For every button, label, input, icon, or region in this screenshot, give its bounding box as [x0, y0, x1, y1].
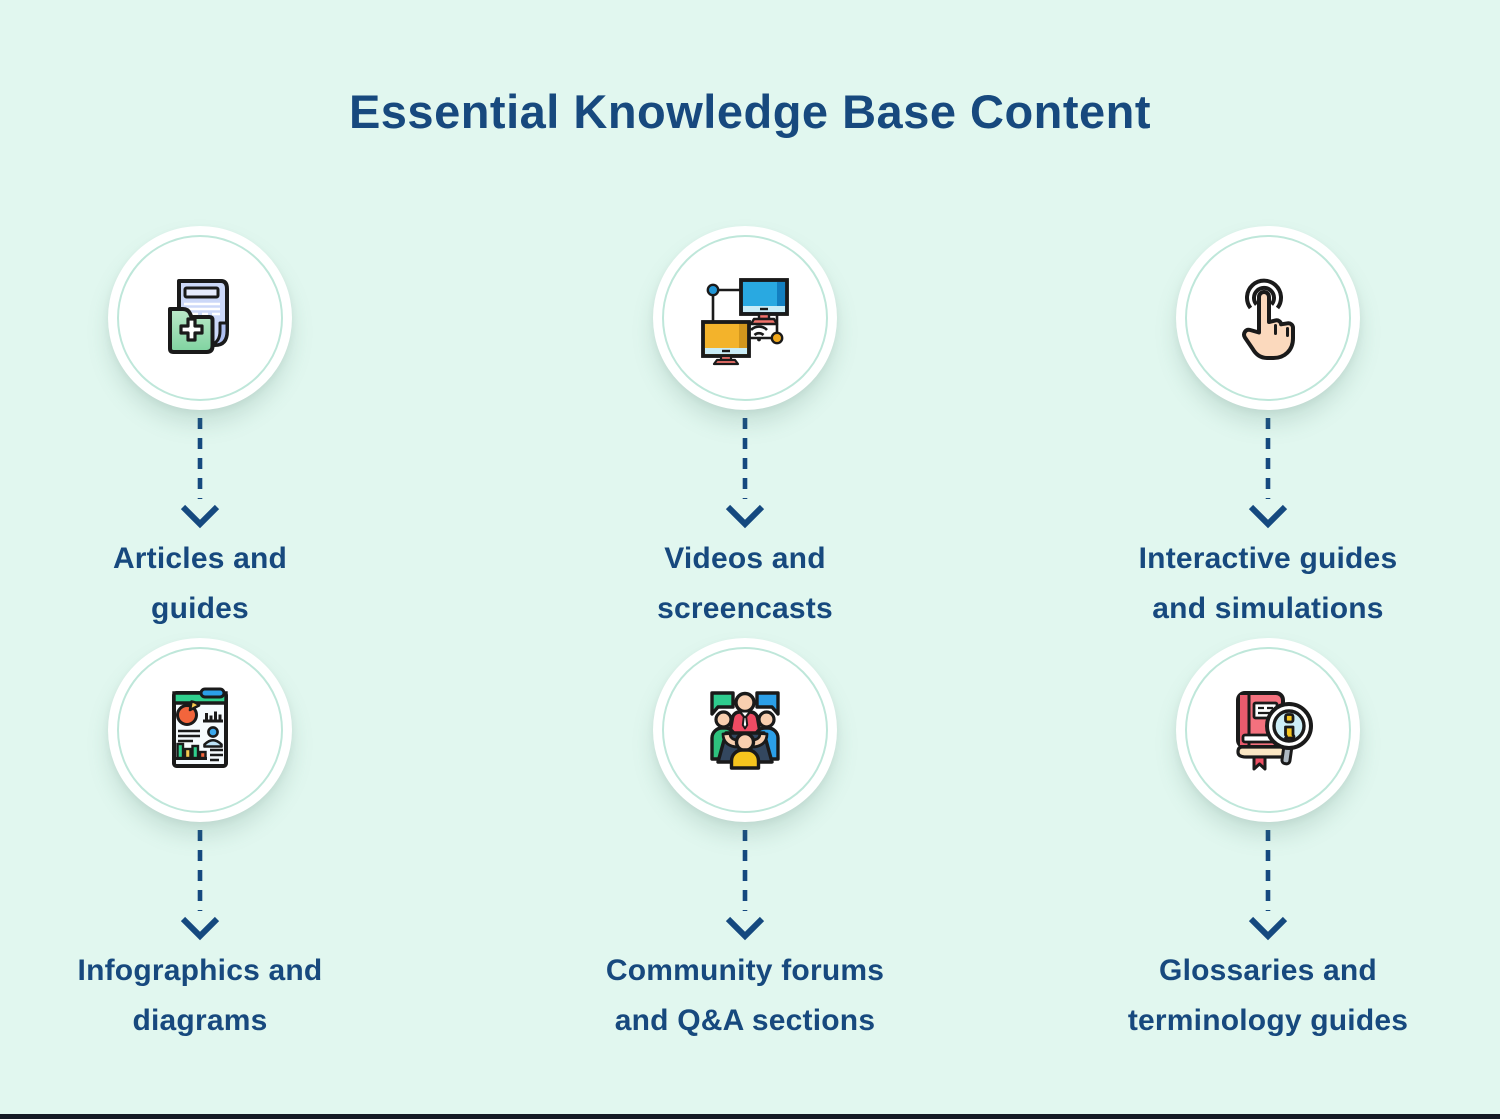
- arrow-down-dashed: [725, 418, 765, 529]
- item-label-line1: Videos and: [664, 542, 826, 575]
- arrow-down-dashed: [180, 418, 220, 529]
- item-label-line1: Glossaries and: [1159, 954, 1377, 987]
- circle-ring: [1185, 647, 1351, 813]
- item-label-line2: diagrams: [132, 1004, 268, 1037]
- item-label: Videos and screencasts: [657, 534, 833, 634]
- bottom-bar: [0, 1114, 1500, 1119]
- icon-circle: [653, 226, 837, 410]
- item-label-line1: Articles and: [112, 542, 288, 575]
- circle-ring: [117, 235, 283, 401]
- icon-circle: [1176, 638, 1360, 822]
- item-community-forums: Community forums and Q&A sections: [525, 638, 965, 1046]
- item-interactive-guides: Interactive guides and simulations: [1048, 226, 1488, 634]
- item-label-line1: Community forums: [605, 954, 885, 987]
- circle-ring: [117, 647, 283, 813]
- icon-circle: [1176, 226, 1360, 410]
- item-label: Community forums and Q&A sections: [606, 946, 884, 1046]
- item-label-line2: guides: [151, 592, 249, 625]
- item-label: Infographics and diagrams: [78, 946, 323, 1046]
- item-infographics-and-diagrams: Infographics and diagrams: [0, 638, 420, 1046]
- articles-folder-icon: [168, 279, 229, 354]
- infographic-report-icon: [172, 687, 228, 768]
- item-label-line1: Interactive guides: [1138, 542, 1398, 575]
- arrow-down-dashed: [725, 830, 765, 941]
- community-meeting-icon: [710, 691, 780, 770]
- item-label-line2: and Q&A sections: [614, 1004, 876, 1037]
- page-title: Essential Knowledge Base Content: [348, 85, 1152, 138]
- touch-gesture-icon: [1242, 278, 1295, 360]
- item-label-line2: terminology guides: [1127, 1004, 1409, 1037]
- circle-ring: [1185, 235, 1351, 401]
- item-articles-and-guides: Articles and guides: [0, 226, 420, 634]
- arrow-down-dashed: [1248, 418, 1288, 529]
- item-label-line1: Infographics and: [77, 954, 323, 987]
- item-label-line2: and simulations: [1152, 592, 1384, 625]
- glossary-book-search-icon: [1236, 691, 1313, 771]
- item-label: Glossaries and terminology guides: [1128, 946, 1408, 1046]
- circle-ring: [662, 647, 828, 813]
- circle-ring: [662, 235, 828, 401]
- icon-circle: [653, 638, 837, 822]
- connected-screens-icon: [701, 278, 789, 366]
- item-label-line2: screencasts: [657, 592, 833, 625]
- icon-circle: [108, 226, 292, 410]
- item-videos-and-screencasts: Videos and screencasts: [525, 226, 965, 634]
- item-label: Interactive guides and simulations: [1139, 534, 1398, 634]
- arrow-down-dashed: [1248, 830, 1288, 941]
- icon-circle: [108, 638, 292, 822]
- item-glossaries: Glossaries and terminology guides: [1048, 638, 1488, 1046]
- arrow-down-dashed: [180, 830, 220, 941]
- item-label: Articles and guides: [113, 534, 287, 634]
